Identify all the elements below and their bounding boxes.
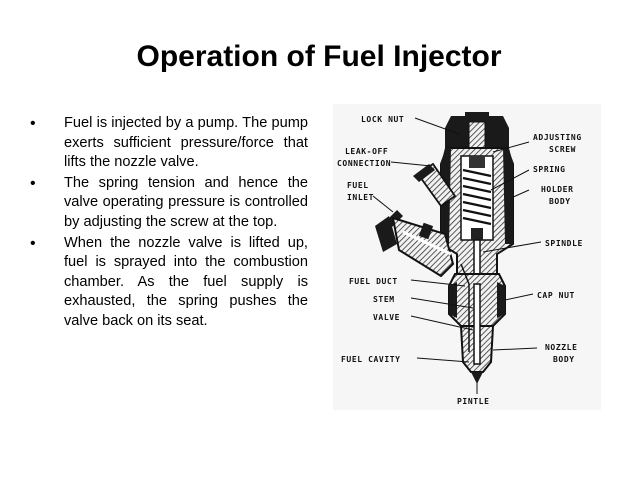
label-holder-body: BODY <box>549 197 571 206</box>
label-fuel-inlet-top: FUEL <box>347 181 369 190</box>
bullet-item: • Fuel is injected by a pump. The pump ex… <box>28 114 308 173</box>
bullet-dot-icon: • <box>30 234 36 252</box>
bullet-dot-icon: • <box>30 174 36 192</box>
slide-title: Operation of Fuel Injector <box>136 40 502 73</box>
bullet-item: • The spring tension and hence the valve … <box>28 174 308 233</box>
bullet-text: Fuel is injected by a pump. The pump exe… <box>64 115 308 171</box>
pintle-shape <box>471 372 483 384</box>
label-fuel-duct: FUEL DUCT <box>349 277 398 286</box>
label-lock-nut: LOCK NUT <box>361 115 404 124</box>
label-cap-nut: CAP NUT <box>537 291 575 300</box>
bullet-list: • Fuel is injected by a pump. The pump ex… <box>28 114 308 333</box>
label-spring: SPRING <box>533 165 566 174</box>
leader-lines <box>372 117 542 394</box>
label-valve: VALVE <box>373 313 400 322</box>
label-leak-off-connection: CONNECTION <box>337 159 391 168</box>
label-leak-off: LEAK-OFF <box>345 147 388 156</box>
bullet-text: The spring tension and hence the valve o… <box>64 174 308 230</box>
spring-coils <box>462 168 492 226</box>
lock-nut-shape <box>445 112 509 149</box>
label-adjusting: ADJUSTING <box>533 133 582 142</box>
label-nozzle-body: BODY <box>553 355 575 364</box>
spring-seat <box>471 228 483 240</box>
label-fuel-inlet: INLET <box>347 193 374 202</box>
label-fuel-cavity: FUEL CAVITY <box>341 355 401 364</box>
valve-stem-shape <box>473 283 481 365</box>
fuel-inlet-shape <box>375 210 455 278</box>
label-adjusting-screw: SCREW <box>549 145 576 154</box>
label-holder: HOLDER <box>541 185 574 194</box>
label-nozzle: NOZZLE <box>545 343 578 352</box>
adjusting-screw-shape <box>469 156 485 168</box>
leak-off-connection-shape <box>413 162 457 208</box>
label-spindle: SPINDLE <box>545 239 583 248</box>
fuel-injector-diagram: LOCK NUT LEAK-OFF CONNECTION FUEL INLET … <box>333 104 601 410</box>
label-pintle: PINTLE <box>457 397 490 406</box>
bullet-text: When the nozzle valve is lifted up, fuel… <box>64 234 308 329</box>
label-stem: STEM <box>373 295 395 304</box>
bullet-item: • When the nozzle valve is lifted up, fue… <box>28 234 308 332</box>
bullet-dot-icon: • <box>30 115 36 132</box>
